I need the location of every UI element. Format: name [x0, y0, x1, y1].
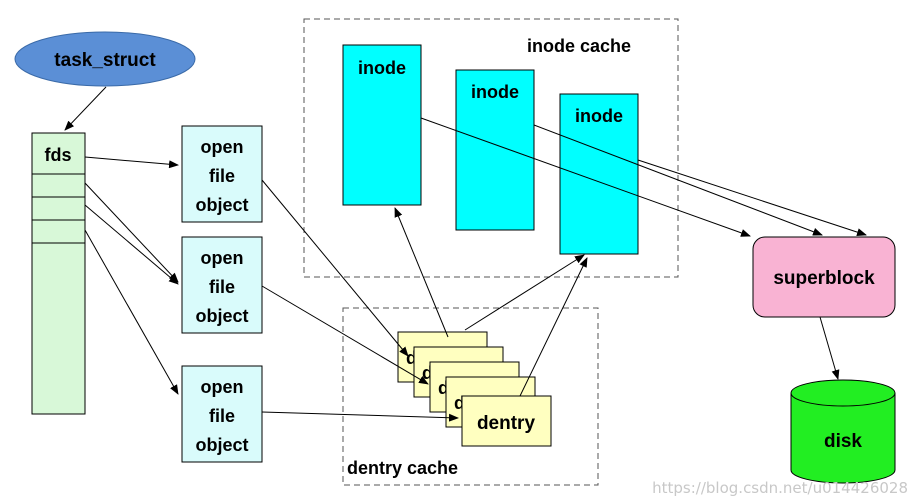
- svg-text:inode: inode: [575, 106, 623, 126]
- inode-cache-label: inode cache: [527, 36, 631, 56]
- disk-node: [790, 379, 896, 484]
- svg-text:d: d: [454, 393, 465, 413]
- disk-label: disk: [824, 431, 862, 452]
- dentry-stack: d d d d: [397, 331, 552, 447]
- svg-text:open: open: [201, 248, 244, 268]
- inode-1: inode: [342, 44, 422, 206]
- inode-3: inode: [559, 93, 639, 255]
- superblock-node: [752, 236, 896, 318]
- superblock-label: superblock: [773, 268, 875, 289]
- inode-2: inode: [455, 69, 535, 231]
- connectors: [64, 86, 867, 422]
- svg-text:file: file: [209, 406, 235, 426]
- dentry-cache-region: [342, 307, 599, 486]
- svg-text:inode: inode: [358, 58, 406, 78]
- svg-text:object: object: [195, 435, 248, 455]
- inode-cache-region: [303, 18, 679, 278]
- dentry-label: dentry: [477, 413, 536, 434]
- task-struct-node: [14, 31, 196, 87]
- svg-text:object: object: [195, 306, 248, 326]
- svg-text:open: open: [201, 137, 244, 157]
- fds-label: fds: [45, 145, 72, 165]
- dentry-cache-label: dentry cache: [347, 458, 458, 478]
- svg-text:open: open: [201, 377, 244, 397]
- open-file-object-2: open file object: [181, 236, 263, 334]
- svg-text:inode: inode: [471, 82, 519, 102]
- svg-text:d: d: [406, 348, 417, 368]
- svg-text:file: file: [209, 166, 235, 186]
- svg-text:file: file: [209, 277, 235, 297]
- svg-text:d: d: [422, 363, 433, 383]
- svg-text:d: d: [438, 378, 449, 398]
- open-file-object-3: open file object: [181, 365, 263, 463]
- svg-text:object: object: [195, 195, 248, 215]
- open-file-object-1: open file object: [181, 125, 263, 223]
- task-struct-label: task_struct: [54, 50, 156, 71]
- fds-table: [31, 132, 86, 415]
- watermark-text: https://blog.csdn.net/u014426028: [652, 479, 908, 497]
